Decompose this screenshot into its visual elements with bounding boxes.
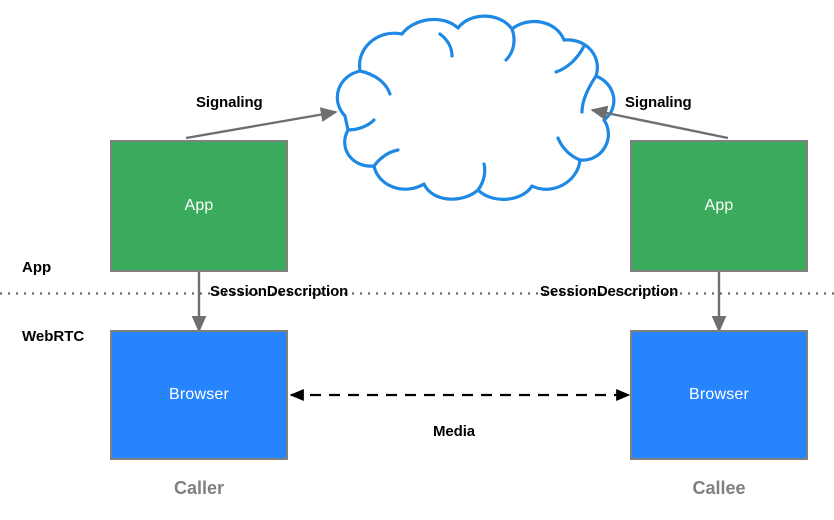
caller-app-label: App <box>184 197 214 214</box>
callee-signaling-label: Signaling <box>625 94 692 111</box>
caller-browser-box[interactable]: Browser <box>110 330 288 460</box>
app-layer-label: App <box>22 259 52 276</box>
caller-signaling-arrow <box>185 107 338 140</box>
cloud-icon <box>335 14 616 201</box>
callee-app-label: App <box>704 197 734 214</box>
media-label: Media <box>433 423 476 440</box>
callee-browser-box[interactable]: Browser <box>630 330 808 460</box>
caller-browser-label: Browser <box>168 386 230 403</box>
callee-sessiondescription-label: SessionDescription <box>540 283 679 300</box>
callee-role-label: Callee <box>692 478 746 498</box>
callee-browser-label: Browser <box>688 386 750 403</box>
callee-app-box[interactable]: App <box>630 140 808 272</box>
caller-role-label: Caller <box>173 478 225 498</box>
callee-signaling-arrow <box>590 105 729 140</box>
webrtc-layer-label: WebRTC <box>22 328 85 345</box>
caller-app-box[interactable]: App <box>110 140 288 272</box>
caller-signaling-label: Signaling <box>196 94 263 111</box>
caller-sessiondescription-label: SessionDescription <box>210 283 349 300</box>
